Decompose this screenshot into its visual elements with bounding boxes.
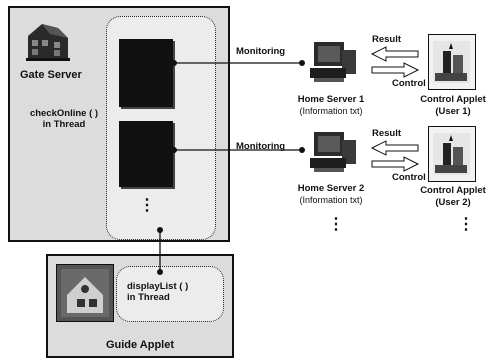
guide-thread-container: displayList ( ) in Thread [116,266,224,322]
monitoring-label-1: Monitoring [236,46,286,57]
result-label-1: Result [372,34,402,45]
building-icon [24,18,72,64]
result-label-2: Result [372,128,402,139]
thread-block-1 [119,39,173,107]
guide-applet-label: Guide Applet [105,339,175,351]
applet-2-name: Control Applet [420,185,486,196]
applet-screen-icon [428,34,476,90]
gate-guide-dot-b [157,269,163,275]
monitoring-dot-2b [299,147,305,153]
applet-screen-icon [428,126,476,182]
home-server-ellipsis: ⋮ [328,216,344,233]
home-server-1-name: Home Server 1 [297,94,365,105]
guide-applet-icon [56,264,114,322]
check-online-thread: in Thread [42,119,86,130]
monitoring-dot-1a [171,60,177,66]
computer-icon [304,130,360,176]
control-label-2: Control [392,172,426,183]
guide-applet-panel: displayList ( ) in Thread Guide Applet [46,254,234,358]
home-server-2-info: (Information txt) [299,195,363,205]
display-list-thread: in Thread [127,292,170,303]
check-online-func: checkOnline ( ) [29,108,99,119]
exchange-arrows-2 [370,140,420,172]
monitoring-dot-1b [299,60,305,66]
applet-1-user: (User 1) [435,106,471,117]
computer-icon [304,40,360,86]
exchange-arrows-1 [370,46,420,78]
applet-1-name: Control Applet [420,94,486,105]
monitoring-label-2: Monitoring [236,141,286,152]
thread-container: ⋮ [106,16,216,240]
applet-2-user: (User 2) [435,197,471,208]
display-list-func: displayList ( ) [127,281,189,292]
gate-guide-dot-a [157,227,163,233]
home-server-2-name: Home Server 2 [297,183,365,194]
gate-server-panel: Gate Server checkOnline ( ) in Thread ⋮ [8,6,230,242]
monitoring-dot-2a [171,147,177,153]
control-label-1: Control [392,78,426,89]
display-list-label: displayList ( ) in Thread [127,281,188,303]
thread-block-2 [119,121,173,187]
check-online-label: checkOnline ( ) in Thread [16,108,112,130]
applet-ellipsis: ⋮ [458,216,474,233]
gate-server-label: Gate Server [20,69,82,81]
home-server-1-info: (Information txt) [299,106,363,116]
